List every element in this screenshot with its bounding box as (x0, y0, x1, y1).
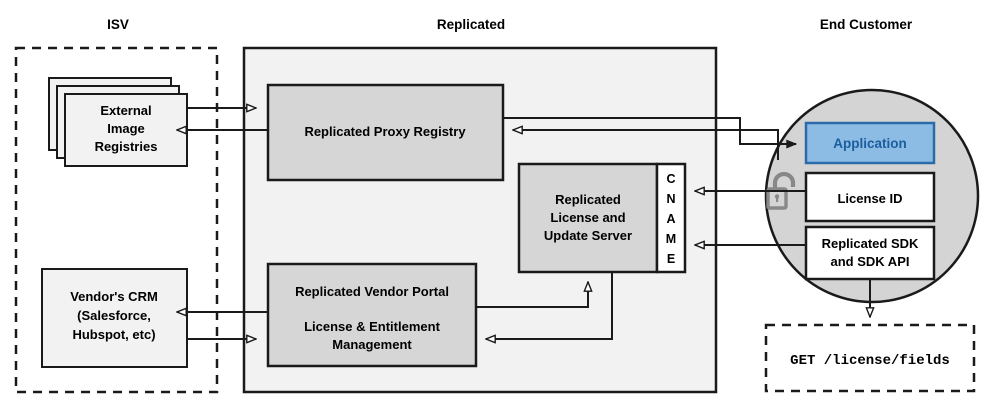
registries-line2: Image (107, 121, 145, 136)
replicated-vendor-portal[interactable]: Replicated Vendor Portal License & Entit… (266, 262, 478, 368)
registries-line3: Registries (95, 139, 158, 154)
connectors (177, 108, 870, 339)
isv-container (14, 46, 219, 394)
arrow-application-to-proxy (513, 130, 779, 160)
license-id-box[interactable]: License ID (804, 171, 936, 223)
sdk-line2: and SDK API (831, 254, 910, 269)
cname-letter-n: N (666, 192, 675, 206)
cname-letter-c: C (666, 172, 675, 186)
cname-letter-m: M (666, 232, 676, 246)
application-box[interactable]: Application (804, 121, 936, 165)
external-image-registries[interactable]: External Image Registries (48, 77, 188, 167)
crm-line1: Vendor's CRM (70, 289, 158, 304)
cname-strip: C N A M E (655, 162, 687, 274)
header-isv: ISV (107, 17, 129, 32)
application-label: Application (833, 136, 907, 151)
crm-line2: (Salesforce, (77, 308, 151, 323)
cname-letter-e: E (667, 252, 675, 266)
vendor-portal-line1: Replicated Vendor Portal (295, 284, 449, 299)
replicated-proxy-registry[interactable]: Replicated Proxy Registry (266, 83, 505, 182)
license-id-label: License ID (837, 191, 902, 206)
api-call-label: GET /license/fields (790, 353, 950, 369)
cname-letter-a: A (666, 212, 675, 226)
replicated-license-update-server[interactable]: Replicated License and Update Server (517, 162, 659, 274)
header-end-customer: End Customer (820, 17, 913, 32)
vendor-portal-line3: Management (332, 337, 412, 352)
unlocked-padlock-icon (766, 171, 796, 210)
header-replicated: Replicated (437, 17, 505, 32)
vendor-portal-line2: License & Entitlement (304, 319, 440, 334)
sdk-line1: Replicated SDK (822, 236, 919, 251)
arrow-vendorportal-to-licenseserver (476, 282, 588, 308)
vendors-crm[interactable]: Vendor's CRM (Salesforce, Hubspot, etc) (41, 268, 188, 368)
replicated-sdk-box[interactable]: Replicated SDK and SDK API (804, 225, 936, 281)
proxy-registry-label: Replicated Proxy Registry (304, 124, 466, 139)
registries-line1: External (100, 103, 151, 118)
license-server-line1: Replicated (555, 192, 621, 207)
license-server-line3: Update Server (544, 228, 632, 243)
arrow-licenseserver-to-vendorportal (486, 272, 613, 339)
api-call-box: GET /license/fields (764, 323, 976, 393)
license-server-line2: License and (550, 210, 625, 225)
crm-line3: Hubspot, etc) (72, 327, 155, 342)
